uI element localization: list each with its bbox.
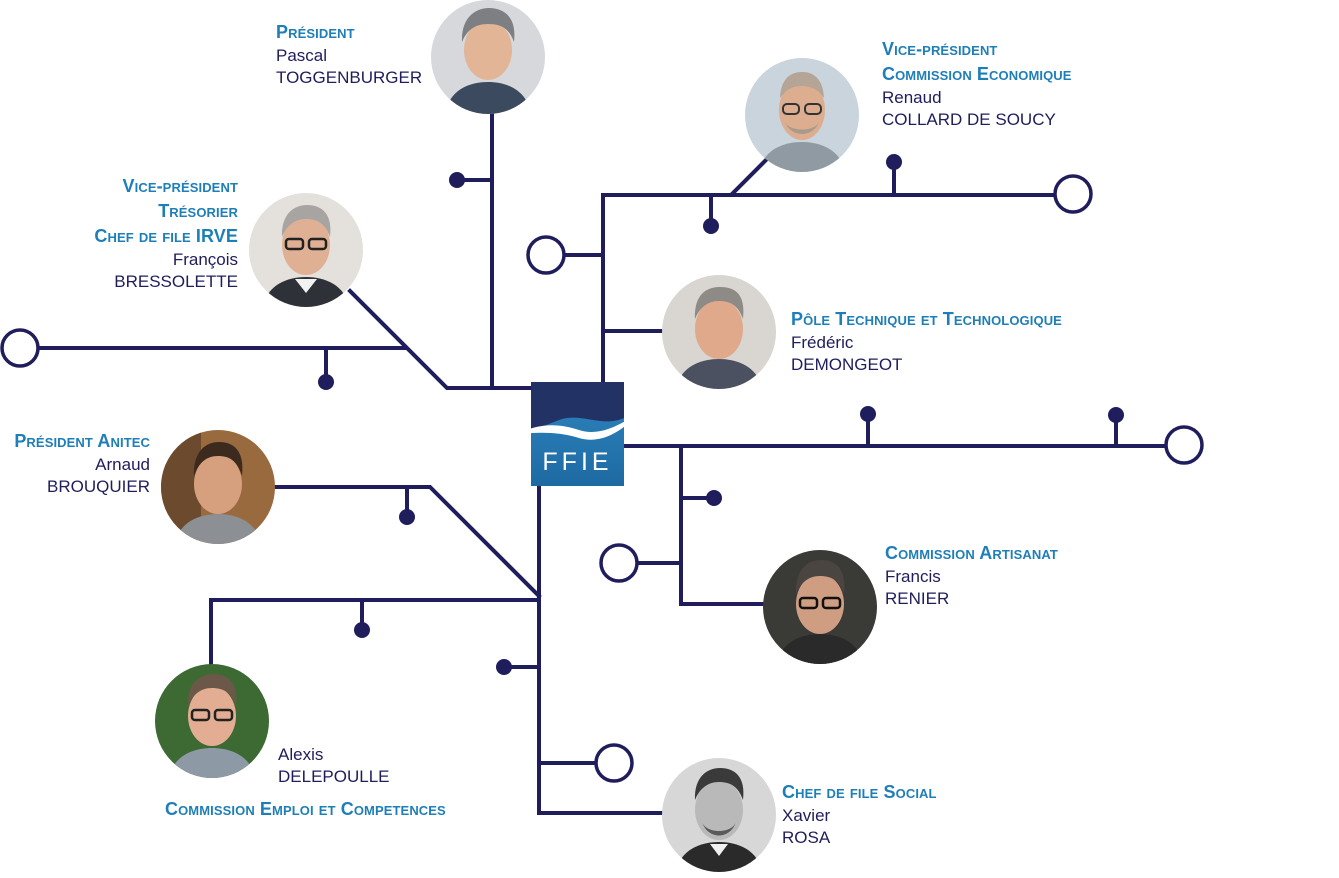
photo-rosa	[662, 758, 776, 872]
last-name: BRESSOLETTE	[114, 272, 238, 291]
last-name: DELEPOULLE	[278, 767, 390, 786]
node-dot	[860, 406, 876, 422]
photo-toggenburger	[431, 0, 545, 114]
last-name: DEMONGEOT	[791, 355, 903, 374]
first-name: Pascal	[276, 46, 328, 65]
connector-bressolette	[347, 288, 533, 390]
node-dot	[496, 659, 512, 675]
photo-renier	[763, 550, 877, 664]
logo-text: FFIE	[542, 448, 613, 476]
first-name: Arnaud	[95, 455, 150, 474]
logo-graphic	[517, 382, 639, 486]
node-ring	[599, 543, 639, 583]
node-dot	[449, 172, 465, 188]
role-text: Commission Emploi et Competences	[165, 799, 446, 819]
portrait-icon	[155, 664, 269, 778]
role-text: Commission Economique	[882, 64, 1072, 84]
last-name: ROSA	[782, 828, 831, 847]
last-name: BROUQUIER	[47, 477, 150, 496]
first-name: Francis	[885, 567, 941, 586]
label-demongeot: Pôle Technique et Technologique Frédéric…	[791, 307, 1062, 376]
photo-demongeot	[662, 275, 776, 389]
first-name: Alexis	[278, 745, 324, 764]
node-dot	[706, 490, 722, 506]
first-name: François	[172, 250, 238, 269]
role-text: Chef de file Social	[782, 782, 937, 802]
node-dot	[703, 218, 719, 234]
photo-bressolette	[249, 193, 363, 307]
first-name: Frédéric	[791, 333, 854, 352]
label-brouquier: Président Anitec Arnaud BROUQUIER	[14, 429, 150, 498]
node-dot	[318, 374, 334, 390]
portrait-icon	[249, 193, 363, 307]
branch-delepoulle	[209, 598, 541, 666]
portrait-icon	[745, 58, 859, 172]
role-text: Trésorier	[158, 201, 238, 221]
node-ring	[526, 235, 566, 275]
last-name: RENIER	[885, 589, 950, 608]
photo-brouquier	[161, 430, 275, 544]
photo-collard	[745, 58, 859, 172]
label-delepoulle-role: Commission Emploi et Competences	[165, 797, 446, 822]
role-text: Président Anitec	[14, 431, 150, 451]
label-collard: Vice-président Commission Economique Ren…	[882, 37, 1072, 131]
role-text: Président	[276, 22, 355, 42]
portrait-icon	[161, 430, 275, 544]
node-dot	[886, 154, 902, 170]
node-ring	[1164, 425, 1204, 465]
photo-delepoulle	[155, 664, 269, 778]
label-rosa: Chef de file Social Xavier ROSA	[782, 780, 937, 849]
trunk-upper-right	[601, 193, 1057, 384]
ffie-logo: FFIE	[517, 382, 639, 486]
node-ring	[594, 743, 634, 783]
node-dot	[399, 509, 415, 525]
node-dot	[354, 622, 370, 638]
role-text: Vice-président	[882, 39, 998, 59]
role-text: Chef de file IRVE	[94, 226, 238, 246]
first-name: Renaud	[882, 88, 942, 107]
label-renier: Commission Artisanat Francis RENIER	[885, 541, 1058, 610]
label-bressolette: Vice-président Trésorier Chef de file IR…	[94, 174, 238, 293]
portrait-icon	[763, 550, 877, 664]
portrait-icon	[662, 758, 776, 872]
node-ring	[1053, 174, 1093, 214]
label-delepoulle: Alexis DELEPOULLE	[278, 744, 390, 788]
connector-collard	[730, 157, 769, 196]
connector-brouquier	[273, 485, 542, 599]
portrait-icon	[662, 275, 776, 389]
first-name: Xavier	[782, 806, 831, 825]
portrait-icon	[431, 0, 545, 114]
last-name: TOGGENBURGER	[276, 68, 423, 87]
role-text: Commission Artisanat	[885, 543, 1058, 563]
node-ring	[0, 328, 40, 368]
last-name: COLLARD DE SOUCY	[882, 110, 1056, 129]
node-dot	[1108, 407, 1124, 423]
branch-renier	[679, 444, 766, 606]
role-text: Vice-président	[122, 176, 238, 196]
role-text: Pôle Technique et Technologique	[791, 309, 1062, 329]
label-toggenburger: Président Pascal TOGGENBURGER	[276, 20, 422, 89]
